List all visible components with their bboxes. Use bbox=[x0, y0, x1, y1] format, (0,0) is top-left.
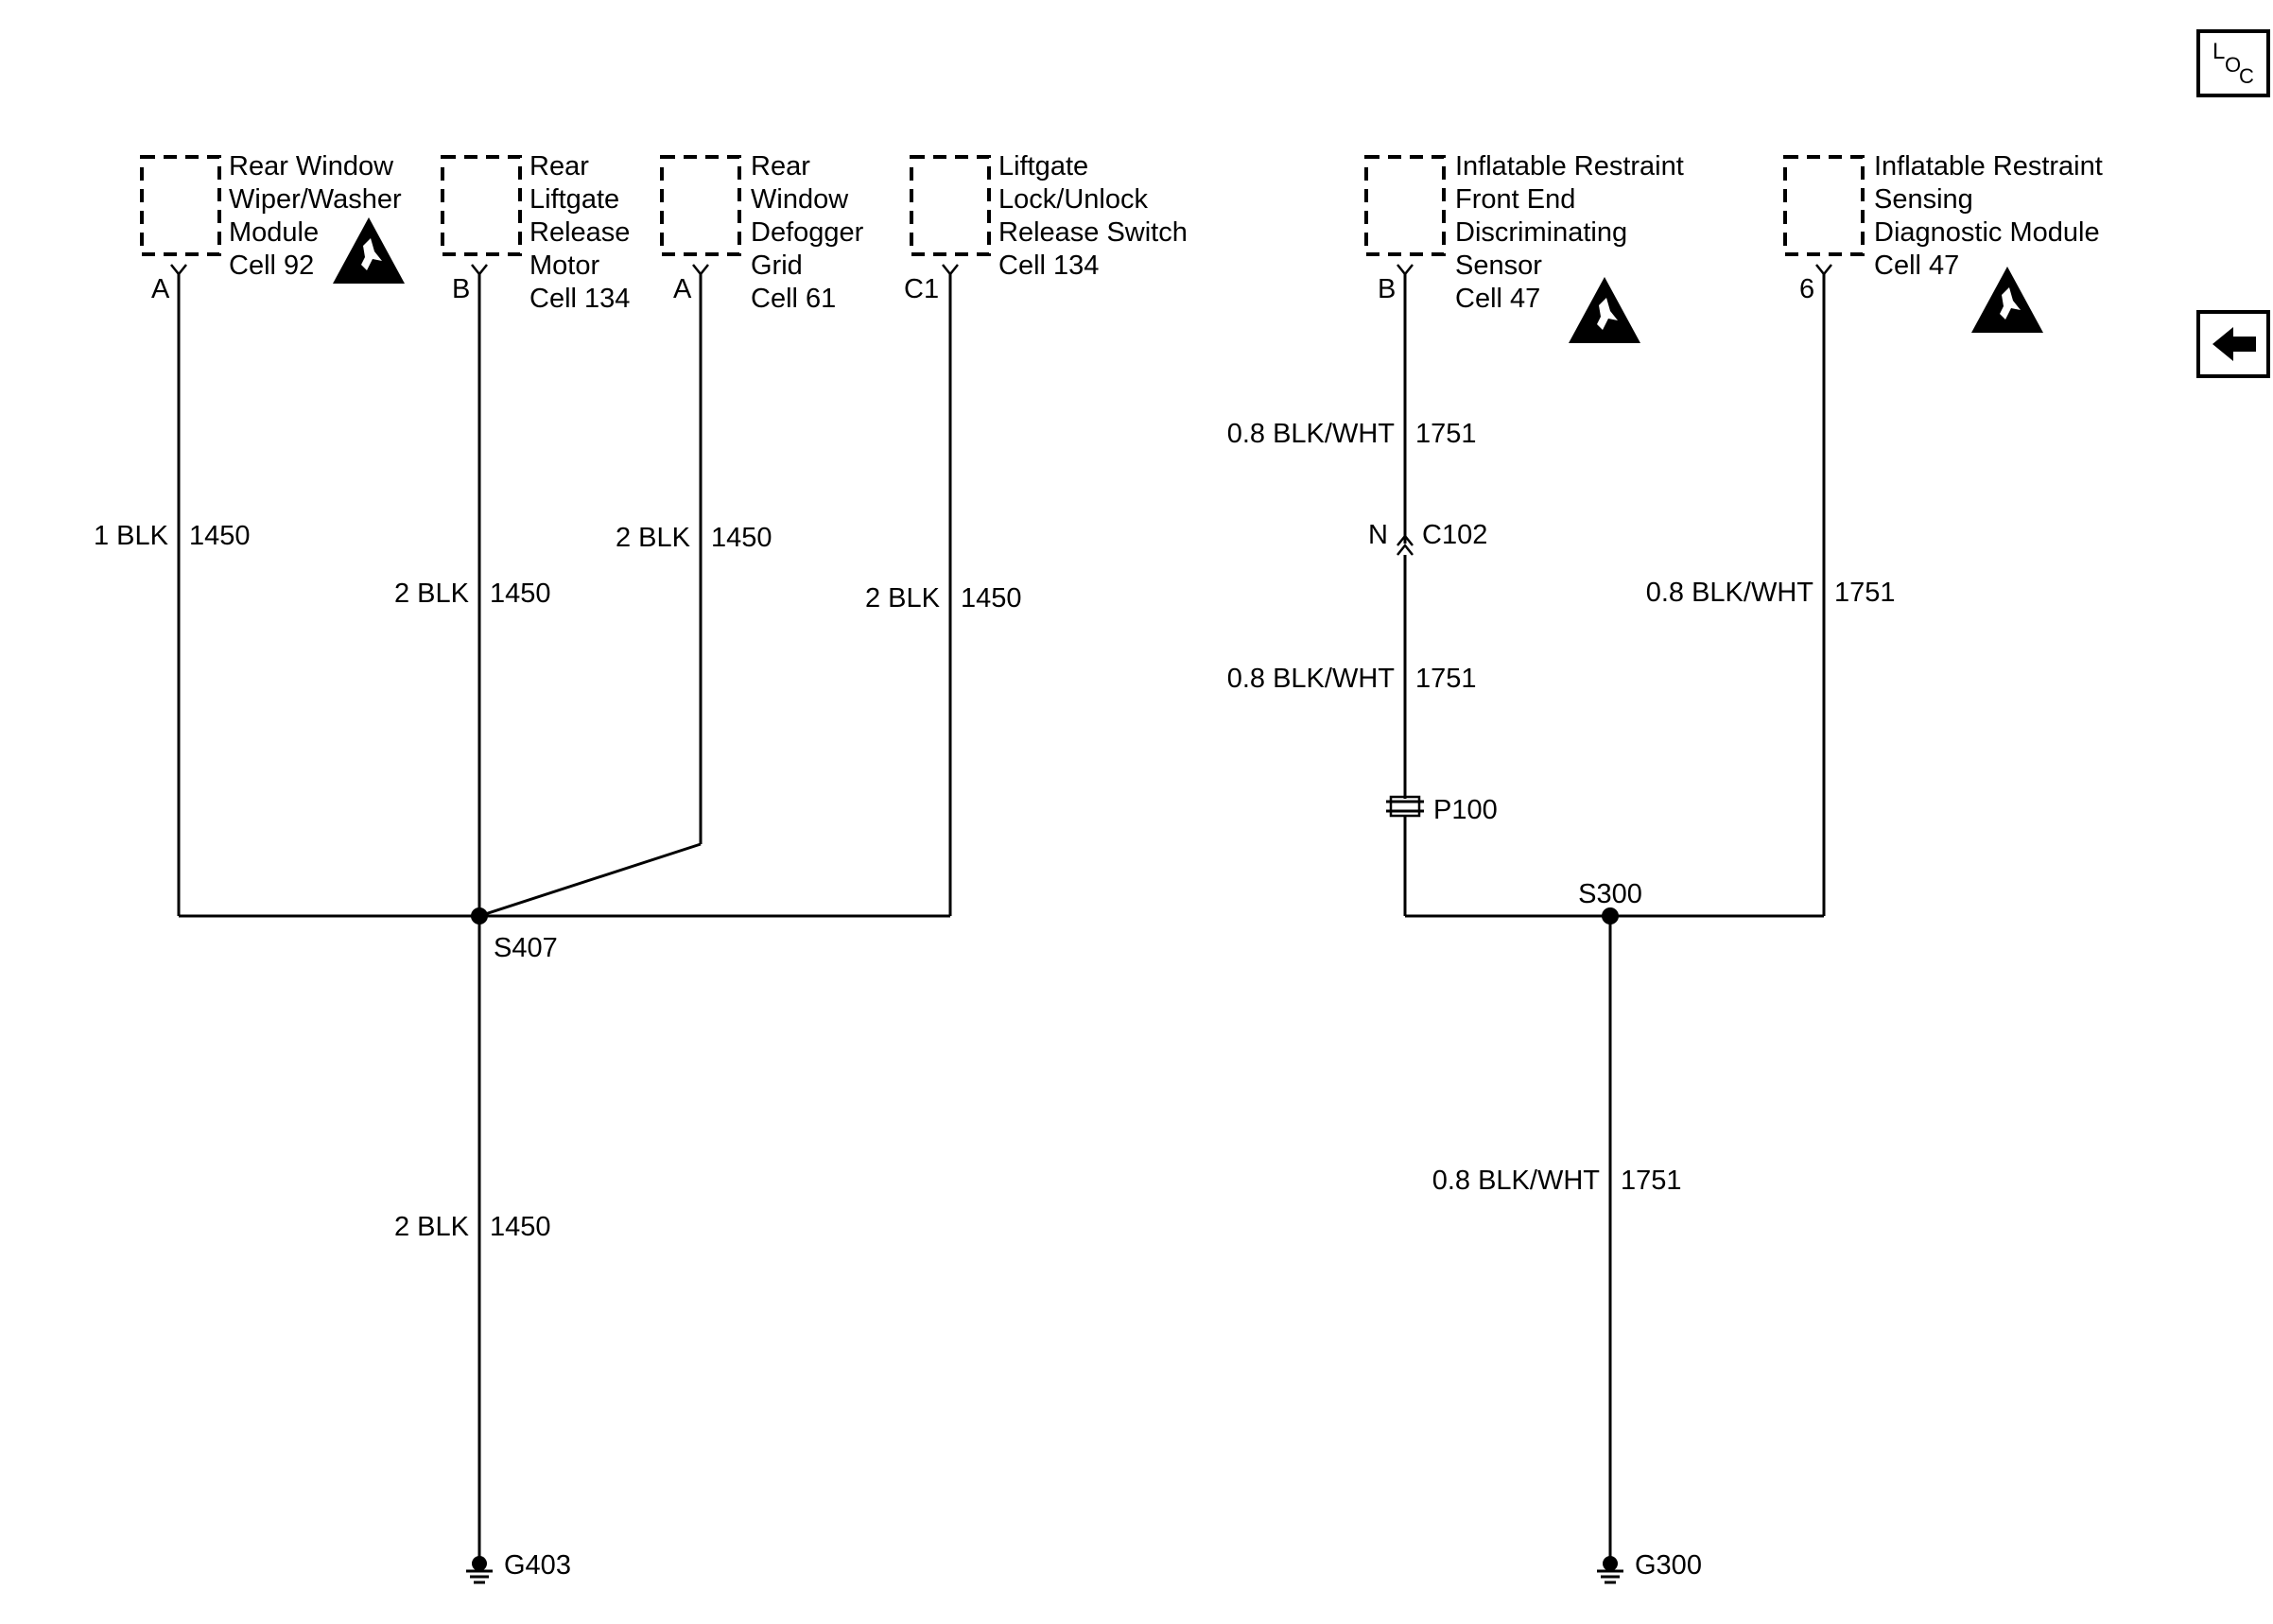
esd-warning-icon bbox=[1971, 267, 2043, 333]
pin-label: B bbox=[1378, 274, 1396, 304]
pin-label: C1 bbox=[904, 274, 939, 304]
back-arrow-button[interactable] bbox=[2196, 310, 2270, 378]
component-label-line: Lock/Unlock bbox=[998, 184, 1148, 215]
component-label-line: Motor bbox=[529, 251, 599, 281]
loc-icon-letter: O bbox=[2225, 53, 2241, 77]
component-front-end-sensor[interactable]: Inflatable Restraint Front End Discrimin… bbox=[1364, 151, 1684, 314]
component-box bbox=[660, 155, 741, 256]
component-label-line: Front End bbox=[1455, 184, 1575, 215]
loc-icon-letter: L bbox=[2212, 39, 2225, 64]
component-label-line: Inflatable Restraint bbox=[1455, 151, 1684, 181]
component-label-line: Defogger bbox=[751, 217, 864, 248]
component-liftgate-lock-switch[interactable]: Liftgate Lock/Unlock Release Switch Cell… bbox=[904, 151, 1188, 304]
loc-icon-letter: C bbox=[2239, 64, 2254, 88]
component-label-line: Grid bbox=[751, 251, 803, 281]
component-label-line: Window bbox=[751, 184, 849, 215]
splice-dot-s407 bbox=[471, 907, 488, 924]
connector-pin-symbol bbox=[1815, 264, 1832, 277]
component-sensing-diag-module[interactable]: Inflatable Restraint Sensing Diagnostic … bbox=[1783, 151, 2103, 304]
component-box bbox=[1783, 155, 1865, 256]
wire-circuit-label: 1450 bbox=[961, 583, 1022, 613]
component-label-line: Cell 61 bbox=[751, 284, 836, 314]
wire-color-label: 2 BLK bbox=[394, 579, 470, 609]
splice-dot-s300 bbox=[1602, 907, 1619, 924]
wire-circuit-label: 1751 bbox=[1621, 1166, 1682, 1196]
component-label-line: Cell 47 bbox=[1874, 251, 1959, 281]
wire-color-label: 2 BLK bbox=[394, 1212, 470, 1242]
component-liftgate-release-motor[interactable]: Rear Liftgate Release Motor Cell 134 B bbox=[441, 151, 630, 314]
wire-color-label: 2 BLK bbox=[616, 523, 691, 553]
component-label-line: Inflatable Restraint bbox=[1874, 151, 2103, 181]
passthrough-p100-symbol bbox=[1386, 795, 1424, 818]
component-label-line: Release Switch bbox=[998, 217, 1188, 248]
wire-color-label: 0.8 BLK/WHT bbox=[1646, 578, 1814, 608]
wire-circuit-label: 1751 bbox=[1415, 419, 1477, 449]
passthrough-label: P100 bbox=[1433, 795, 1498, 825]
component-label-line: Rear bbox=[529, 151, 589, 181]
wire-circuit-label: 1450 bbox=[490, 1212, 551, 1242]
ground-icon bbox=[466, 1556, 493, 1584]
pin-label: A bbox=[673, 274, 692, 304]
component-label-line: Rear Window bbox=[229, 151, 394, 181]
wire-1450-defogger-diagonal bbox=[478, 842, 702, 918]
component-box bbox=[1364, 155, 1446, 256]
connector-pin-symbol bbox=[170, 264, 187, 277]
component-label-line: Module bbox=[229, 217, 319, 248]
component-label-line: Cell 47 bbox=[1455, 284, 1540, 314]
connector-label: C102 bbox=[1422, 520, 1487, 550]
ground-icon bbox=[1597, 1556, 1623, 1584]
component-label-line: Cell 134 bbox=[529, 284, 630, 314]
component-rear-defogger-grid[interactable]: Rear Window Defogger Grid Cell 61 A bbox=[660, 151, 864, 314]
connector-pin-symbol bbox=[471, 264, 488, 277]
component-label-line: Release bbox=[529, 217, 630, 248]
loc-icon-button[interactable]: L O C bbox=[2196, 29, 2270, 97]
wire-circuit-label: 1450 bbox=[490, 579, 551, 609]
connector-pin-symbol bbox=[1397, 264, 1414, 277]
connector-pin-symbol bbox=[942, 264, 959, 277]
wire-color-label: 0.8 BLK/WHT bbox=[1227, 664, 1396, 694]
component-label-line: Liftgate bbox=[529, 184, 619, 215]
wire-color-label: 0.8 BLK/WHT bbox=[1432, 1166, 1601, 1196]
component-box bbox=[910, 155, 991, 256]
wire-circuit-label: 1751 bbox=[1415, 664, 1477, 694]
connector-c102-symbol-bottom bbox=[1397, 543, 1414, 556]
ground-label: G300 bbox=[1635, 1550, 1702, 1581]
splice-label: S407 bbox=[494, 933, 558, 963]
component-label-line: Discriminating bbox=[1455, 217, 1627, 248]
ground-label: G403 bbox=[504, 1550, 571, 1581]
splice-label: S300 bbox=[1578, 879, 1642, 909]
pin-label: B bbox=[452, 274, 470, 304]
wire-color-label: 1 BLK bbox=[94, 521, 169, 551]
component-label-line: Liftgate bbox=[998, 151, 1088, 181]
component-label-line: Wiper/Washer bbox=[229, 184, 402, 215]
wire-circuit-label: 1751 bbox=[1834, 578, 1896, 608]
esd-warning-icon bbox=[333, 217, 405, 284]
connector-c102-symbol-top bbox=[1397, 533, 1414, 546]
connector-pin-symbol bbox=[692, 264, 709, 277]
wire-color-label: 2 BLK bbox=[865, 583, 941, 613]
connector-pin-label: N bbox=[1368, 520, 1388, 550]
wire-color-label: 0.8 BLK/WHT bbox=[1227, 419, 1396, 449]
component-label-line: Sensor bbox=[1455, 251, 1542, 281]
back-arrow-icon bbox=[2212, 327, 2256, 361]
component-box bbox=[140, 155, 221, 256]
component-label-line: Cell 134 bbox=[998, 251, 1099, 281]
component-label-line: Sensing bbox=[1874, 184, 1973, 215]
wire-circuit-label: 1450 bbox=[189, 521, 251, 551]
component-label-line: Cell 92 bbox=[229, 251, 314, 281]
pin-label: A bbox=[151, 274, 170, 304]
esd-warning-icon bbox=[1569, 277, 1640, 343]
pin-label: 6 bbox=[1799, 274, 1814, 304]
component-box bbox=[441, 155, 522, 256]
component-label-line: Rear bbox=[751, 151, 810, 181]
wire-circuit-label: 1450 bbox=[711, 523, 772, 553]
loc-icon-frame bbox=[2196, 29, 2270, 97]
component-label-line: Diagnostic Module bbox=[1874, 217, 2100, 248]
